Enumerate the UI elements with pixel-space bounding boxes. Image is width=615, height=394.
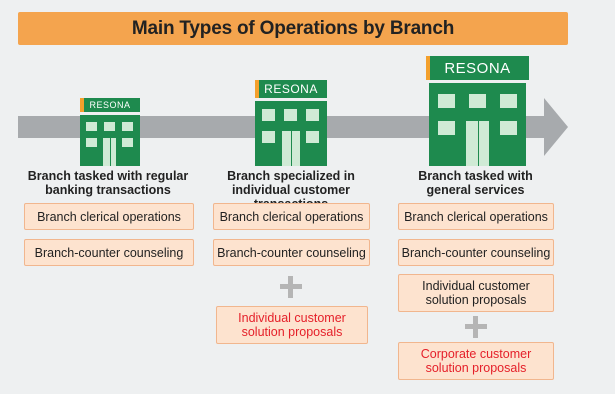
sign-text: RESONA	[444, 59, 511, 77]
operation-box: Branch-counter counseling	[24, 239, 194, 266]
progression-arrow-head	[544, 98, 568, 156]
operation-box: Branch-counter counseling	[398, 239, 554, 266]
building-body	[80, 115, 140, 166]
proposal-box: Individual customer solution proposals	[216, 306, 368, 344]
building-sign: RESONA	[80, 98, 140, 112]
sign-text: RESONA	[89, 100, 131, 110]
sign-text: RESONA	[264, 82, 318, 96]
operation-box: Branch-counter counseling	[213, 239, 370, 266]
plus-icon	[465, 316, 487, 338]
medium-branch-building-icon: RESONA	[255, 80, 327, 166]
proposal-box: Corporate customer solution proposals	[398, 342, 554, 380]
large-branch-building-icon: RESONA	[426, 56, 529, 166]
proposal-box: Individual customer solution proposals	[398, 274, 554, 312]
operation-box: Branch clerical operations	[398, 203, 554, 230]
diagram-title: Main Types of Operations by Branch	[131, 17, 455, 39]
column-label-regular: Branch tasked with regular banking trans…	[27, 169, 189, 197]
column-label-general: Branch tasked with general services	[418, 169, 533, 197]
operation-box: Branch clerical operations	[24, 203, 194, 230]
operation-box: Branch clerical operations	[213, 203, 370, 230]
building-body	[429, 83, 526, 166]
building-body	[255, 101, 327, 166]
building-sign: RESONA	[426, 56, 529, 80]
building-sign: RESONA	[255, 80, 327, 98]
title-banner: Main Types of Operations by Branch	[18, 12, 568, 45]
small-branch-building-icon: RESONA	[80, 98, 140, 166]
plus-icon	[280, 276, 302, 298]
